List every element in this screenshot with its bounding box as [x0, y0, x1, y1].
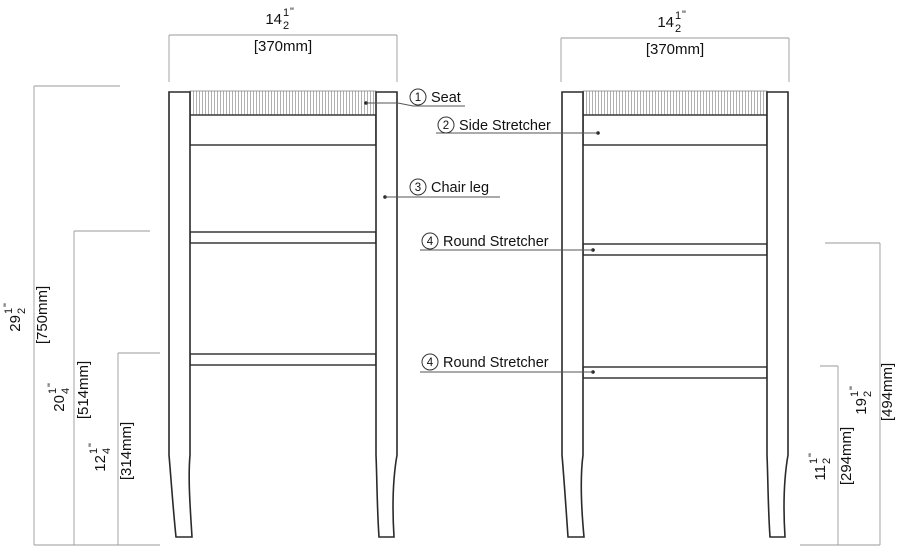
callout-side-stretcher: 2 Side Stretcher [436, 116, 600, 135]
svg-text:": " [2, 303, 14, 307]
left-width-whole: 14 [265, 11, 282, 28]
callout-round-stretcher-lower: 4 Round Stretcher [420, 353, 595, 374]
right-width-num: 1 [675, 10, 681, 22]
height-314-whole: 12 [92, 455, 109, 472]
left-height-dimension-514: 20 1 4 " [514mm] [46, 230, 150, 545]
left-width-mm: [370mm] [254, 38, 312, 55]
height-294-den: 2 [821, 458, 833, 464]
svg-text:": " [46, 383, 58, 387]
height-750-mm: [750mm] [34, 286, 51, 344]
svg-text:": " [848, 386, 860, 390]
right-round-stretcher-lower [582, 366, 768, 379]
callout-side-stretcher-text: Side Stretcher [459, 118, 551, 134]
callout-chair-leg-num: 3 [415, 182, 421, 194]
height-494-mm: [494mm] [879, 363, 896, 421]
height-514-mm: [514mm] [75, 361, 92, 419]
left-height-dimension-750: 29 1 2 " [750mm] [2, 85, 160, 546]
left-width-den: 2 [283, 20, 289, 32]
callout-round-stretcher-upper: 4 Round Stretcher [420, 232, 595, 252]
callout-seat-num: 1 [415, 92, 421, 104]
left-width-dimension: 14 1 2 " [370mm] [168, 6, 398, 82]
height-314-mm: [314mm] [118, 422, 135, 480]
right-width-dimension: 14 1 2 " [370mm] [560, 9, 790, 82]
height-514-num: 1 [47, 388, 59, 394]
left-chair-view: 14 1 2 " [370mm] 1 Seat 3 Chair leg [2, 6, 500, 546]
left-side-stretcher [189, 114, 377, 146]
height-750-whole: 29 [7, 315, 24, 332]
right-width-whole: 14 [657, 14, 674, 31]
right-seat [582, 90, 768, 116]
callout-round-stretcher-upper-num: 4 [427, 236, 434, 248]
callout-chair-leg: 3 Chair leg [383, 178, 500, 199]
right-height-dimension-494: 19 1 2 " [494mm] [800, 242, 896, 546]
left-seat [189, 90, 377, 116]
height-294-mm: [294mm] [838, 427, 855, 485]
right-back-leg [766, 91, 789, 538]
left-round-stretcher-upper [189, 231, 377, 244]
svg-text:": " [807, 453, 819, 457]
callout-chair-leg-text: Chair leg [431, 180, 489, 196]
callout-round-stretcher-lower-num: 4 [427, 357, 434, 369]
height-314-den: 4 [101, 448, 113, 454]
left-back-leg [375, 91, 398, 538]
height-514-den: 4 [60, 388, 72, 394]
left-width-inch: " [290, 6, 294, 18]
right-height-dimension-294: 11 1 2 " [294mm] [807, 365, 855, 545]
height-294-num: 1 [808, 458, 820, 464]
right-side-stretcher [582, 114, 768, 146]
left-round-stretcher-lower [189, 353, 377, 366]
right-front-leg [561, 91, 585, 538]
callout-seat-text: Seat [431, 90, 461, 106]
height-494-whole: 19 [853, 398, 870, 415]
right-round-stretcher-upper [582, 243, 768, 256]
callout-seat: 1 Seat [364, 88, 465, 107]
callout-round-stretcher-upper-text: Round Stretcher [443, 234, 549, 250]
callout-round-stretcher-lower-text: Round Stretcher [443, 355, 549, 371]
svg-text:": " [682, 9, 686, 21]
height-494-num: 1 [849, 391, 861, 397]
left-width-num: 1 [283, 7, 289, 19]
height-314-num: 1 [88, 448, 100, 454]
right-width-den: 2 [675, 23, 681, 35]
svg-text:": " [87, 443, 99, 447]
left-height-dimension-314: 12 1 4 " [314mm] [87, 352, 160, 545]
height-494-den: 2 [862, 391, 874, 397]
right-width-mm: [370mm] [646, 41, 704, 58]
right-chair-view: 14 1 2 " [370mm] 2 Side Stretcher 4 Roun… [420, 9, 896, 546]
left-front-leg [168, 91, 193, 538]
height-514-whole: 20 [51, 395, 68, 412]
callout-side-stretcher-num: 2 [443, 120, 449, 132]
height-294-whole: 11 [812, 465, 829, 481]
height-750-num: 1 [3, 308, 15, 314]
height-750-den: 2 [16, 308, 28, 314]
